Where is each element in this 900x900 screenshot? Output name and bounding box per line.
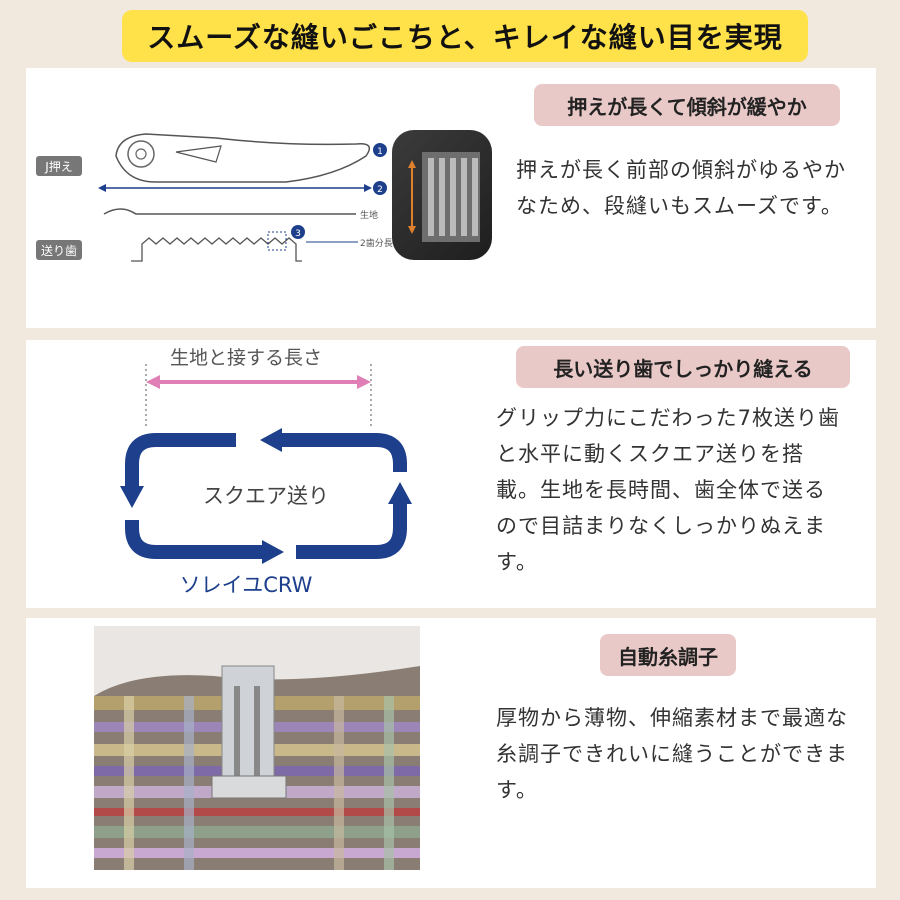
loop-top-left xyxy=(125,433,236,488)
teeth-highlight xyxy=(267,231,287,251)
feature-panel-thread-tension: 自動糸調子 厚物から薄物、伸縮素材まで最適な糸調子できれいに縫うことができます。 xyxy=(26,618,876,888)
feature-panel-feed-dog: 生地と接する長さ スクエア送り ソレイユCRW 長い送り歯でしっかり縫える グリ… xyxy=(26,340,876,608)
svg-text:生地: 生地 xyxy=(360,209,378,221)
feed-label: 送り歯 xyxy=(41,243,77,258)
presser-foot-diagram: J押え 送り歯 1 2 生地 3 2歯分長い xyxy=(36,133,402,262)
svg-text:3: 3 xyxy=(295,229,301,239)
feed-teeth xyxy=(131,237,302,262)
svg-text:2歯分長い: 2歯分長い xyxy=(360,237,402,249)
sewing-photo xyxy=(94,626,420,870)
headline-banner: スムーズな縫いごこちと、キレイな縫い目を実現 xyxy=(122,10,808,62)
square-feed-diagram: 生地と接する長さ スクエア送り ソレイユCRW xyxy=(120,347,412,597)
fabric-line xyxy=(103,208,356,215)
description-feed-dog: グリップ力にこだわった7枚送り歯と水平に動くスクエア送りを搭載。生地を長時間、歯… xyxy=(496,406,840,574)
feed-dog-photo xyxy=(392,130,492,260)
svg-text:1: 1 xyxy=(377,147,383,157)
tag-feed-dog: 長い送り歯でしっかり縫える xyxy=(516,346,850,388)
presser-label: J押え xyxy=(44,160,73,174)
presser-foot-outline xyxy=(115,133,371,183)
description-thread-tension: 厚物から薄物、伸縮素材まで最適な糸調子できれいに縫うことができます。 xyxy=(496,706,848,802)
marker-2 xyxy=(373,181,387,195)
tag-thread-tension: 自動糸調子 xyxy=(600,634,736,676)
loop-top-right xyxy=(278,433,407,472)
marker-1 xyxy=(373,143,387,157)
description-presser-foot: 押えが長く前部の傾斜がゆるやかなため、段縫いもスムーズです。 xyxy=(516,158,846,218)
feed-label-box xyxy=(36,240,82,260)
svg-text:2: 2 xyxy=(377,185,383,195)
loop-bottom-left xyxy=(125,520,266,559)
contact-length-label: 生地と接する長さ xyxy=(170,347,322,369)
loop-bottom-right xyxy=(296,500,407,559)
tag-presser-foot: 押えが長くて傾斜が緩やか xyxy=(534,84,840,126)
presser-label-box xyxy=(36,156,82,176)
marker-3 xyxy=(291,225,305,239)
feature-panel-presser-foot: J押え 送り歯 1 2 生地 3 2歯分長い xyxy=(26,68,876,328)
square-feed-label: スクエア送り xyxy=(203,484,329,508)
model-name: ソレイユCRW xyxy=(180,573,313,597)
